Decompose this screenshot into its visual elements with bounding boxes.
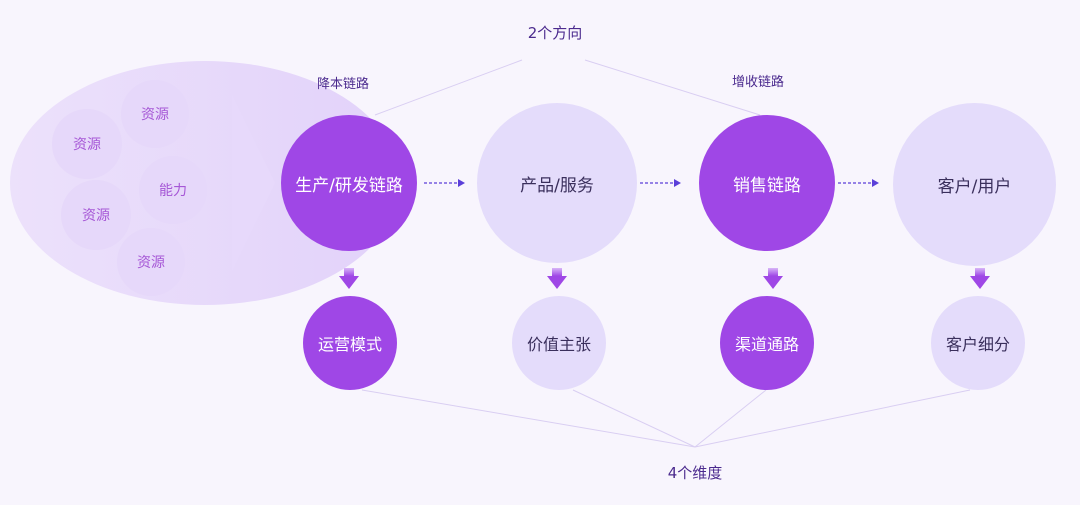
directions-title: 2个方向 — [527, 24, 583, 42]
sales-chain-node: 销售链路 — [699, 115, 835, 251]
chain-arrow-3 — [838, 179, 879, 187]
chain-arrow-2 — [640, 179, 681, 187]
down-arrow-1 — [339, 268, 359, 289]
chain-arrow-1 — [424, 179, 465, 187]
production-rd-chain-node: 生产/研发链路 — [281, 115, 417, 251]
dimension-line-3 — [694, 389, 767, 448]
dimensions-title: 4个维度 — [667, 464, 723, 482]
down-arrow-3 — [763, 268, 783, 289]
customer-segment-node: 客户细分 — [931, 296, 1025, 390]
resource-circle-1: 资源 — [121, 80, 189, 148]
dimension-line-2 — [572, 389, 696, 448]
customer-user-node: 客户/用户 — [893, 103, 1056, 266]
resource-circle-3: 资源 — [61, 180, 131, 250]
operating-model-node: 运营模式 — [303, 296, 397, 390]
down-arrow-4 — [970, 268, 990, 289]
direction-line-left — [374, 59, 523, 116]
dimension-line-4 — [694, 389, 971, 448]
resource-pool-pointer — [232, 95, 275, 271]
product-service-node: 产品/服务 — [477, 103, 637, 263]
value-proposition-node: 价值主张 — [512, 296, 606, 390]
revenue-chain-label: 增收链路 — [731, 75, 784, 90]
dimension-line-1 — [361, 389, 696, 448]
direction-line-right — [584, 59, 761, 116]
capability-circle: 能力 — [139, 156, 207, 224]
resource-circle-4: 资源 — [117, 228, 185, 296]
cost-chain-label: 降本链路 — [316, 77, 369, 92]
resource-circle-2: 资源 — [52, 109, 122, 179]
channel-node: 渠道通路 — [720, 296, 814, 390]
down-arrow-2 — [547, 268, 567, 289]
